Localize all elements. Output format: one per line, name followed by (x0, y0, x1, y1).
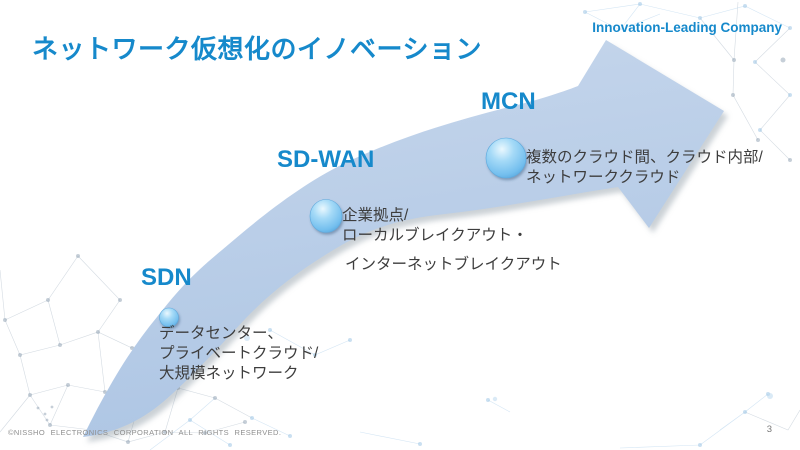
description-line: プライベートクラウド/ (159, 345, 319, 362)
company-tagline: Innovation-Leading Company (592, 20, 782, 35)
arrow-shape (83, 40, 724, 437)
milestone-marker-sdwan-icon (309, 199, 343, 233)
description-line: 複数のクラウド間、クラウド内部/ (526, 149, 763, 166)
milestone-description-sdn: データセンター、 プライベートクラウド/ 大規模ネットワーク (159, 324, 318, 384)
slide-title: ネットワーク仮想化のイノベーション (32, 34, 482, 65)
copyright-footer: ©NISSHO ELECTRONICS CORPORATION ALL RIGH… (8, 428, 282, 437)
milestone-marker-sdn-icon (159, 307, 179, 328)
description-line: 大規模ネットワーク (159, 365, 299, 382)
milestone-description-sdwan: 企業拠点/ ローカルブレイクアウト・ インターネットブレイクアウト (342, 206, 562, 275)
milestone-label-mcn: MCN (481, 88, 536, 115)
description-line: ローカルブレイクアウト・ (342, 227, 528, 244)
description-line: インターネットブレイクアウト (345, 256, 562, 273)
description-line: ネットワーククラウド (526, 169, 681, 186)
description-line: 企業拠点/ (342, 207, 409, 224)
milestone-label-sdn: SDN (141, 264, 192, 291)
page-number: 3 (766, 424, 772, 435)
plexus-dots-blue (188, 2, 792, 447)
milestone-label-sdwan: SD-WAN (277, 146, 375, 173)
milestone-description-mcn: 複数のクラウド間、クラウド内部/ ネットワーククラウド (526, 148, 763, 188)
description-line: データセンター、 (159, 325, 283, 342)
milestone-marker-mcn-icon (485, 137, 527, 179)
